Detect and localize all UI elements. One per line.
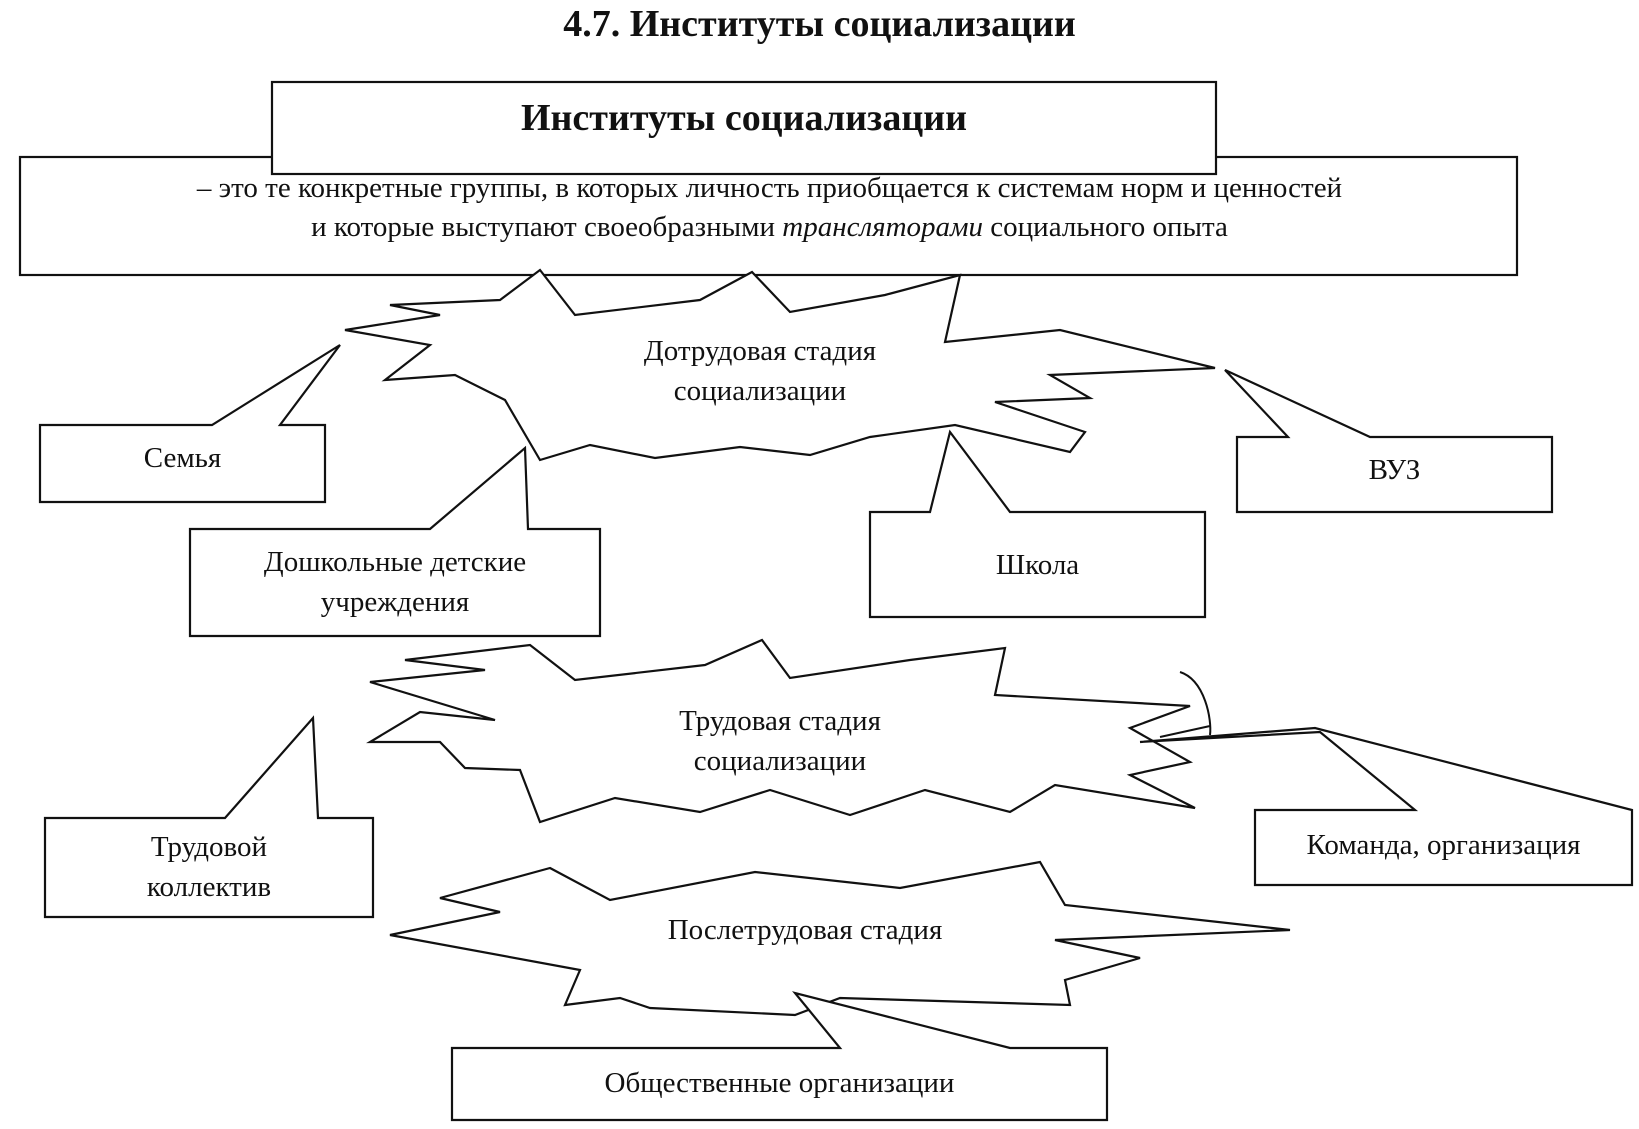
institution-preschool-label-line-2: учреждения xyxy=(320,586,470,618)
handwritten-mark xyxy=(1159,671,1212,738)
stage-labour-label: Трудовая стадия социализации xyxy=(580,701,980,781)
institution-school: Школа xyxy=(870,545,1205,585)
institution-labour-collective-label-line-2: коллектив xyxy=(146,871,272,903)
stage-pre-labour-label-line-2: социализации xyxy=(673,375,847,407)
definition-text: – это те конкретные группы, в которых ли… xyxy=(22,169,1517,247)
callout-labour-collective xyxy=(43,715,375,919)
callout-school xyxy=(868,429,1207,619)
institution-public-organizations: Общественные организации xyxy=(452,1063,1107,1103)
definition-title: Институты социализации xyxy=(520,97,968,139)
definition-line-1: – это те конкретные группы, в которых ли… xyxy=(196,172,1343,204)
institution-vuz: ВУЗ xyxy=(1237,450,1552,490)
callout-preschool xyxy=(188,445,602,638)
institution-vuz-label: ВУЗ xyxy=(1368,454,1421,486)
institution-public-organizations-label: Общественные организации xyxy=(604,1067,955,1099)
callout-public-organizations xyxy=(450,991,1109,1122)
stage-post-labour-label: Послетрудовая стадия xyxy=(580,910,1030,950)
definition-line-2-italic: трансляторами xyxy=(782,211,984,243)
stage-labour-label-line-2: социализации xyxy=(693,745,867,777)
page-title: 4.7. Институты социализации xyxy=(563,3,1076,45)
callout-vuz xyxy=(1224,369,1554,514)
institution-school-label: Школа xyxy=(995,549,1080,581)
institution-family: Семья xyxy=(40,438,325,478)
stage-pre-labour-label-line-1: Дотрудовая стадия xyxy=(643,335,877,367)
stage-labour-starburst xyxy=(366,638,1196,824)
definition-box xyxy=(18,155,1519,277)
stage-pre-labour-label: Дотрудовая стадия социализации xyxy=(560,331,960,411)
institution-team-organization-label: Команда, организация xyxy=(1306,829,1581,861)
definition-line-2-end: социального опыта xyxy=(983,211,1228,243)
definition-line-2: и которые выступают своеобразными трансл… xyxy=(22,208,1517,247)
institution-labour-collective: Трудовой коллектив xyxy=(45,827,373,907)
definition-line-2-start: и которые выступают своеобразными xyxy=(311,211,783,243)
institution-preschool-label-line-1: Дошкольные детские xyxy=(263,546,527,578)
stage-post-labour-label-line-1: Послетрудовая стадия xyxy=(667,914,943,946)
institution-preschool: Дошкольные детские учреждения xyxy=(190,542,600,622)
institution-family-label: Семья xyxy=(143,442,222,474)
definition-title-box xyxy=(270,80,1218,176)
callout-team-organization xyxy=(1139,726,1634,887)
stage-pre-labour-starburst xyxy=(344,268,1216,462)
stage-post-labour-starburst xyxy=(389,860,1291,1017)
institution-labour-collective-label-line-1: Трудовой xyxy=(150,831,268,863)
institution-team-organization: Команда, организация xyxy=(1255,825,1632,865)
stage-labour-label-line-1: Трудовая стадия xyxy=(679,705,881,737)
callout-family xyxy=(38,344,341,504)
